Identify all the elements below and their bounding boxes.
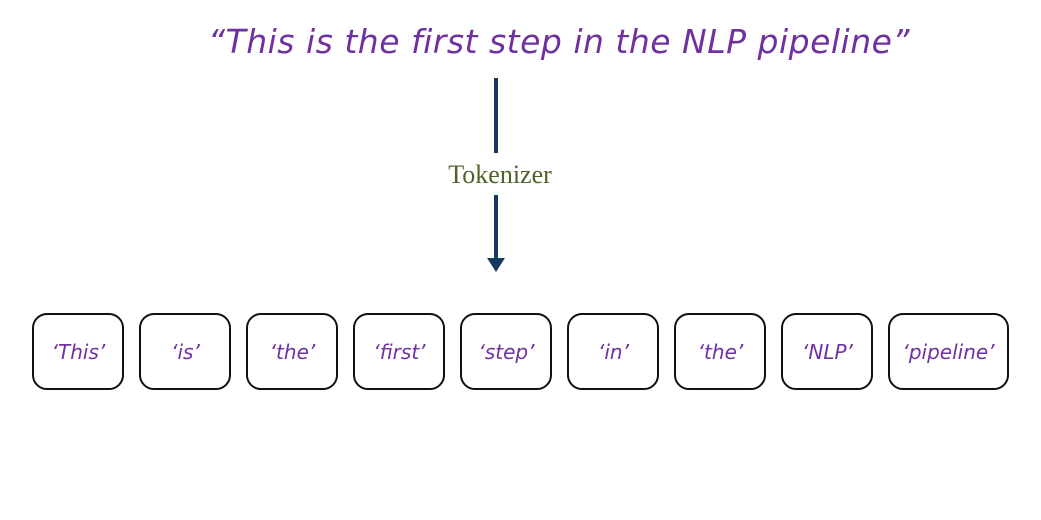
token-box: ‘first’ [353, 313, 446, 390]
diagram-title: “This is the first step in the NLP pipel… [207, 22, 911, 61]
token-box: ‘step’ [460, 313, 553, 390]
token-label: ‘This’ [51, 339, 106, 364]
token-box: ‘This’ [32, 313, 125, 390]
token-label: ‘the’ [269, 339, 316, 364]
token-label: ‘is’ [171, 339, 200, 364]
token-row: ‘This’ ‘is’ ‘the’ ‘first’ ‘step’ ‘in’ ‘the’ ‘NL… [0, 313, 1041, 390]
tokenizer-label: Tokenizer [448, 160, 552, 189]
token-box: ‘the’ [674, 313, 767, 390]
token-box: ‘the’ [246, 313, 339, 390]
arrow-down-icon [487, 258, 505, 272]
token-box: ‘is’ [139, 313, 232, 390]
token-label: ‘in’ [597, 339, 629, 364]
arrow-line-bottom [494, 195, 498, 258]
arrow-line-top [494, 78, 498, 153]
token-label: ‘NLP’ [802, 339, 853, 364]
token-box: ‘NLP’ [781, 313, 874, 390]
token-box: ‘in’ [567, 313, 660, 390]
token-label: ‘step’ [478, 339, 535, 364]
token-label: ‘first’ [373, 339, 426, 364]
token-label: ‘pipeline’ [902, 339, 995, 364]
token-label: ‘the’ [697, 339, 744, 364]
token-box: ‘pipeline’ [888, 313, 1009, 390]
